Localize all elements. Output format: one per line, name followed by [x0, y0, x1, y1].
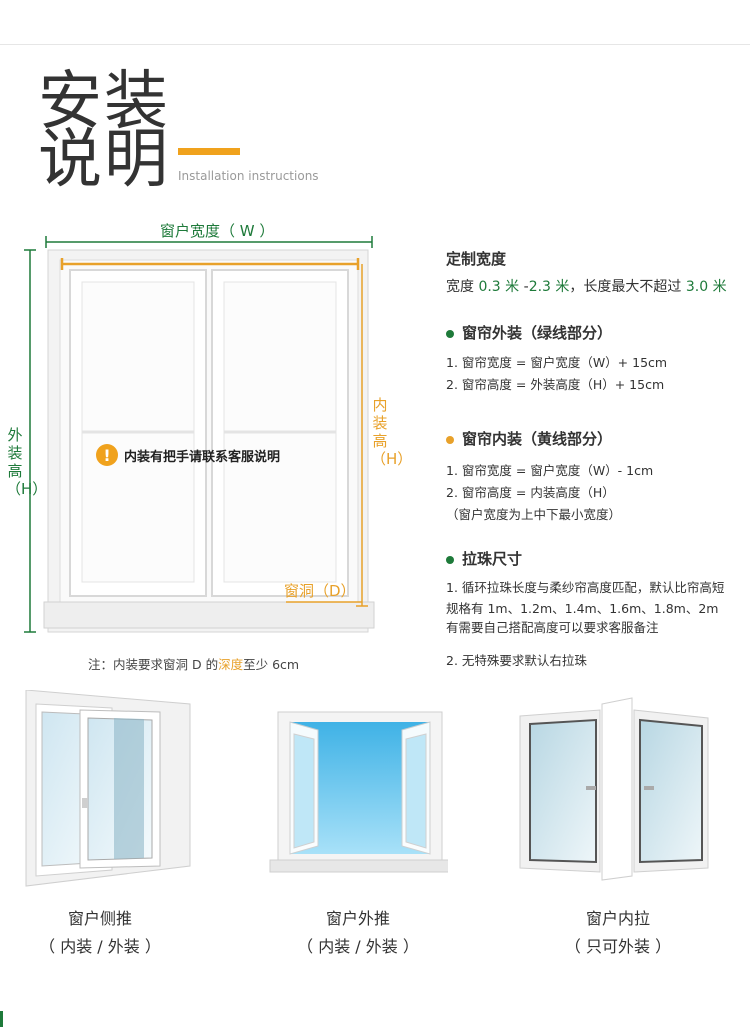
handle-warning: ! 内装有把手请联系客服说明 — [96, 444, 280, 466]
orange-dot-icon — [446, 435, 454, 444]
outer-line-2: 2. 窗帘高度 = 外装高度（H）+ 15cm — [446, 377, 665, 392]
custom-width-text: 宽度 0.3 米 -2.3 米，长度最大不超过 3.0 米 — [446, 276, 727, 296]
title-line-1: 安装 — [38, 65, 170, 139]
type-sliding: 窗户侧推 （ 内装 / 外装 ） — [0, 905, 200, 961]
custom-width-mid: ，长度最大不超过 — [569, 279, 686, 295]
inner-line-2: 2. 窗帘高度 = 内装高度（H） — [446, 485, 615, 500]
title-accent-bar — [178, 148, 240, 155]
depth-note-prefix: 注：内装要求窗洞 D 的 — [88, 657, 219, 672]
type-outward-name: 窗户外推 — [325, 909, 390, 928]
type-outward-note: （ 内装 / 外装 ） — [297, 937, 419, 956]
window-diagram — [24, 236, 375, 633]
custom-width-title: 定制宽度 — [446, 250, 507, 268]
chain-line-1: 1. 循环拉珠长度与柔纱帘高度匹配，默认比帘高短 — [446, 580, 725, 595]
outer-height-label: 外装高（H） — [6, 426, 48, 498]
custom-width-max: 2.3 米 — [528, 279, 570, 295]
type-inward-note: （ 只可外装 ） — [564, 937, 672, 956]
inner-line-1: 1. 窗帘宽度 = 窗户宽度（W）- 1cm — [446, 463, 654, 478]
sliding-window-illustration — [25, 690, 191, 887]
outer-install-title: 窗帘外装（绿线部分） — [446, 322, 612, 343]
inner-install-title: 窗帘内装（黄线部分） — [446, 428, 612, 449]
casement-inward-illustration — [519, 697, 709, 881]
inner-line-3: （窗户宽度为上中下最小宽度） — [446, 507, 622, 522]
type-sliding-name: 窗户侧推 — [67, 909, 132, 928]
type-inward-name: 窗户内拉 — [585, 909, 650, 928]
bottom-edge-mark — [0, 1011, 3, 1027]
top-divider — [0, 44, 750, 45]
title-line-2: 说明 — [38, 123, 170, 197]
inner-height-label: 内装高（H） — [371, 396, 413, 468]
outer-install-title-text: 窗帘外装（绿线部分） — [462, 324, 613, 342]
depth-note-suffix: 至少 6cm — [243, 657, 300, 672]
title-subtitle: Installation instructions — [178, 169, 319, 183]
chain-size-title-text: 拉珠尺寸 — [462, 550, 523, 568]
type-sliding-note: （ 内装 / 外装 ） — [39, 937, 161, 956]
inner-install-title-text: 窗帘内装（黄线部分） — [462, 430, 613, 448]
green-dot-icon — [446, 555, 454, 564]
depth-note-highlight: 深度 — [218, 657, 244, 672]
green-dot-icon — [446, 329, 454, 338]
chain-line-2: 规格有 1m、1.2m、1.4m、1.6m、1.8m、2m — [446, 601, 719, 616]
chain-line-3: 有需要自己搭配高度可以要求客服备注 — [446, 620, 659, 635]
chain-line-4: 2. 无特殊要求默认右拉珠 — [446, 653, 587, 668]
type-outward: 窗户外推 （ 内装 / 外装 ） — [258, 905, 458, 961]
exclamation-icon: ! — [96, 444, 118, 466]
custom-width-sep: - — [519, 279, 529, 295]
casement-outward-illustration — [269, 711, 448, 873]
custom-width-prefix: 宽度 — [446, 279, 479, 295]
width-label: 窗户宽度（ W ） — [160, 222, 275, 240]
custom-width-min: 0.3 米 — [478, 279, 520, 295]
custom-width-limit: 3.0 米 — [685, 279, 727, 295]
type-inward: 窗户内拉 （ 只可外装 ） — [518, 905, 718, 961]
handle-warning-text: 内装有把手请联系客服说明 — [124, 449, 281, 465]
depth-note: 注：内装要求窗洞 D 的深度至少 6cm — [88, 654, 299, 673]
outer-line-1: 1. 窗帘宽度 = 窗户宽度（W）+ 15cm — [446, 355, 668, 370]
chain-size-title: 拉珠尺寸 — [446, 548, 522, 569]
hole-depth-label: 窗洞（D） — [284, 582, 356, 600]
